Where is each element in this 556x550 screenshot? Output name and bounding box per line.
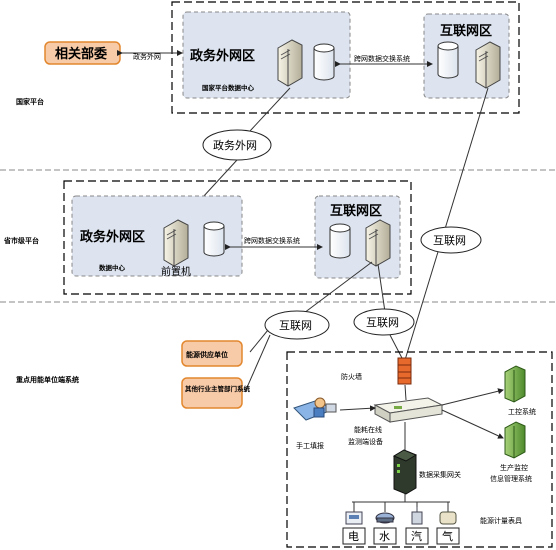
cloud-internet-left-label: 互联网 xyxy=(279,319,312,332)
manual-entry-icon xyxy=(293,397,337,421)
cloud-internet-left xyxy=(264,310,330,340)
firewall-icon xyxy=(397,357,412,385)
production-mgmt-label-2: 信息管理系统 xyxy=(490,474,532,483)
link-device-to-production xyxy=(441,409,504,439)
link-prov-to-left-cloud xyxy=(299,261,373,317)
national-data-center-label: 国家平台数据中心 xyxy=(202,83,255,92)
manual-entry-label: 手工填报 xyxy=(296,441,324,450)
cloud-internet-right-label: 互联网 xyxy=(433,234,466,247)
provincial-outer-box xyxy=(63,180,412,295)
provincial-gov-zone-label: 政务外网区 xyxy=(80,229,145,245)
meter-steam-box xyxy=(405,527,429,545)
industry-dept-label: 其他行业主管部门系统 xyxy=(185,384,251,393)
link-national-internet-to-enterprise xyxy=(404,87,489,361)
section-label-keypoint: 重点用能单位端系统 xyxy=(16,375,79,384)
meter-gas-box xyxy=(436,527,460,545)
cloud-internet-mid xyxy=(353,308,415,336)
cloud-gov-network-label: 政务外网 xyxy=(213,138,257,152)
production-mgmt-icon xyxy=(504,421,526,459)
link-manual-to-device xyxy=(339,405,376,412)
national-exchange-label: 跨网数据交换系统 xyxy=(354,54,410,63)
provincial-database-icon xyxy=(203,221,225,257)
data-gateway-icon xyxy=(392,449,418,495)
industrial-control-icon xyxy=(504,365,526,403)
industry-dept-box xyxy=(181,377,243,409)
production-mgmt-label-1: 生产监控 xyxy=(500,463,528,472)
national-database-icon xyxy=(313,43,335,81)
energy-supply-label: 能源供应单位 xyxy=(186,350,228,359)
provincial-gov-zone xyxy=(71,195,243,277)
link-national-to-cloud xyxy=(249,87,291,132)
link-prov-to-mid-cloud xyxy=(377,263,386,313)
meter-electric-box xyxy=(342,527,366,545)
national-server-icon xyxy=(277,39,303,87)
meter-gas-label: 气 xyxy=(442,529,453,543)
provincial-exchange-label: 跨网数据交换系统 xyxy=(244,236,300,245)
national-gov-zone xyxy=(182,11,351,99)
related-ministries-label: 相关部委 xyxy=(55,46,107,62)
cloud-internet-mid-label: 互联网 xyxy=(366,316,399,329)
online-device-label-2: 监测端设备 xyxy=(348,437,383,446)
meter-water-box xyxy=(373,527,397,545)
meter-electric-label: 电 xyxy=(348,530,359,543)
link-mid-cloud-to-firewall xyxy=(389,334,404,361)
provincial-data-center-label: 数据中心 xyxy=(99,263,126,272)
national-outer-box xyxy=(171,1,520,114)
national-gov-zone-label: 政务外网区 xyxy=(190,48,255,64)
online-device-label-1: 能耗在线 xyxy=(354,425,382,434)
online-monitor-device-icon xyxy=(373,397,444,423)
provincial-internet-zone-label: 互联网区 xyxy=(330,204,382,219)
link-firewall-to-device xyxy=(404,384,407,401)
water-meter-icon xyxy=(375,512,395,524)
national-internet-zone-label: 互联网区 xyxy=(440,24,492,39)
provincial-frontend-label: 前置机 xyxy=(161,265,191,278)
national-internet-server-icon xyxy=(475,41,501,89)
link-device-to-industrial xyxy=(441,388,504,406)
industrial-control-label: 工控系统 xyxy=(508,407,536,416)
steam-meter-icon xyxy=(411,507,423,525)
section-label-provincial: 省市级平台 xyxy=(3,236,39,245)
national-internet-db-icon xyxy=(437,41,459,79)
provincial-internet-db-icon xyxy=(329,223,351,259)
national-link-label: 政务外网 xyxy=(133,52,161,61)
gas-meter-icon xyxy=(439,511,457,525)
meter-water-label: 水 xyxy=(379,530,390,543)
cloud-internet-right xyxy=(420,226,482,254)
electric-meter-icon xyxy=(345,511,363,525)
meter-steam-label: 汽 xyxy=(411,529,422,543)
enterprise-outer-box xyxy=(286,351,553,548)
data-gateway-label: 数据采集网关 xyxy=(419,470,461,479)
provincial-frontend-server-icon xyxy=(163,219,189,267)
meters-label: 能源计量表具 xyxy=(480,516,522,525)
firewall-label: 防火墙 xyxy=(341,372,362,381)
energy-supply-box xyxy=(181,340,243,367)
section-label-national: 国家平台 xyxy=(16,97,44,106)
provincial-internet-server-icon xyxy=(365,219,391,267)
link-left-cloud-to-industry xyxy=(244,334,271,393)
link-left-cloud-to-energy xyxy=(249,329,269,353)
